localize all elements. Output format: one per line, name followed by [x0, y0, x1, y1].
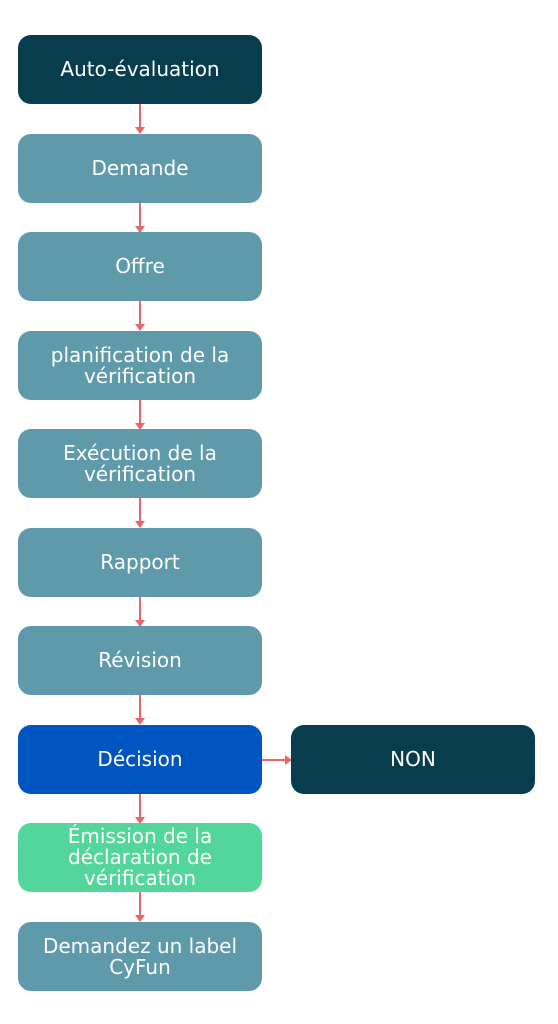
step-label: Demande — [91, 156, 189, 180]
step-label-line: vérification — [83, 866, 197, 890]
step-label-line: vérification — [83, 363, 197, 388]
step-label-line: vérification — [83, 461, 197, 486]
step-decision: Décision — [18, 725, 262, 794]
step-label-line: planification de la — [50, 342, 230, 367]
branch-arrow — [262, 755, 292, 765]
step-rapport: Rapport — [18, 528, 262, 597]
step-auto-evaluation: Auto-évaluation — [18, 35, 262, 104]
step-label: Offre — [115, 254, 165, 278]
step-offre: Offre — [18, 232, 262, 301]
step-label: Rapport — [100, 550, 180, 574]
flow-arrow — [135, 301, 145, 331]
step-label: Révision — [98, 648, 182, 672]
step-label-cyfun: Demandez un label CyFun — [18, 922, 262, 991]
step-execution: Exécution de la vérification — [18, 429, 262, 498]
step-label-line: Émission de la — [67, 824, 213, 848]
step-label: Auto-évaluation — [60, 57, 220, 81]
step-emission: Émission de la déclaration de vérificati… — [18, 823, 262, 892]
step-label-line: CyFun — [109, 954, 171, 979]
branch-label: NON — [390, 747, 436, 771]
flow-arrow — [135, 400, 145, 430]
flow-arrow — [135, 794, 145, 824]
flow-arrow — [135, 203, 145, 233]
flow-arrow — [135, 597, 145, 627]
step-demande: Demande — [18, 134, 262, 203]
step-planification: planification de la vérification — [18, 331, 262, 400]
step-revision: Révision — [18, 626, 262, 695]
step-label-line: Exécution de la — [63, 440, 217, 465]
flow-arrow — [135, 498, 145, 528]
step-label-line: déclaration de — [68, 845, 212, 869]
step-label: Décision — [97, 747, 183, 771]
step-label-line: Demandez un label — [42, 933, 238, 958]
flow-arrow — [135, 104, 145, 134]
flow-arrow — [135, 695, 145, 725]
flow-arrow — [135, 892, 145, 922]
branch-non: NON — [291, 725, 535, 794]
